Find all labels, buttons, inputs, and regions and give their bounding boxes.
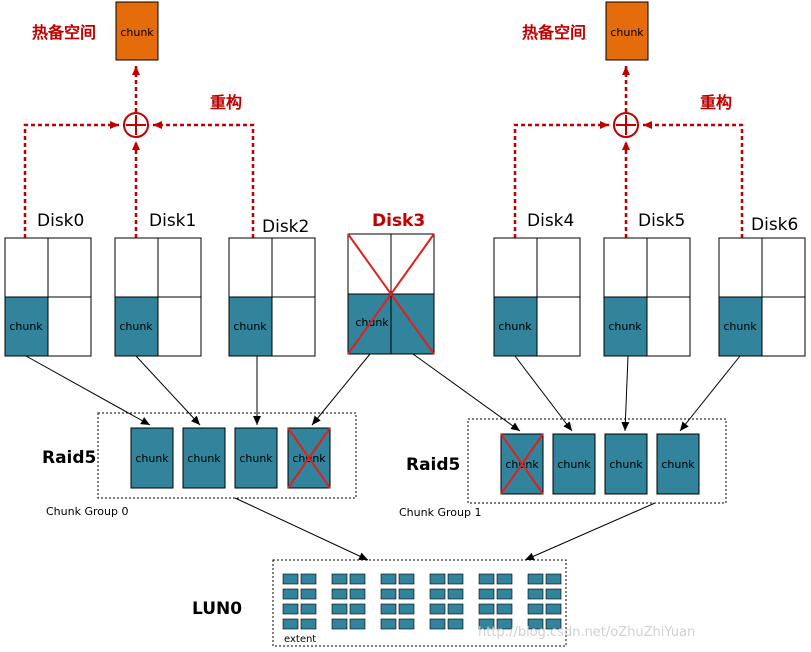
disk-6-chunk: chunk	[723, 320, 757, 333]
spare-label-right: 热备空间	[522, 23, 586, 42]
disk-4: chunk	[493, 237, 581, 357]
extent-block	[331, 618, 348, 630]
extent-block	[300, 618, 317, 630]
chunk-group-0-label: Chunk Group 0	[46, 505, 128, 518]
disk-label-4: Disk4	[527, 211, 574, 231]
spare-chunk-left-label: chunk	[120, 26, 154, 39]
extent-block	[429, 618, 446, 630]
lun-label: LUN0	[192, 599, 242, 619]
disk-1: chunk	[114, 237, 202, 357]
lun-extent-grid	[282, 573, 562, 630]
extent-block	[398, 588, 415, 600]
extent-block	[478, 588, 495, 600]
chunk-group-0-box	[97, 412, 357, 499]
extent-block	[478, 573, 495, 585]
disk-0-chunk: chunk	[9, 320, 43, 333]
disk-6: chunk	[718, 237, 806, 357]
extent-block	[496, 588, 513, 600]
extent-block	[447, 618, 464, 630]
extent-block	[282, 618, 299, 630]
disk-label-3: Disk3	[372, 211, 425, 231]
disk-label-6: Disk6	[751, 215, 798, 235]
extent-block	[349, 588, 366, 600]
extent-block	[282, 573, 299, 585]
extent-block	[300, 588, 317, 600]
spare-chunk-right-label: chunk	[610, 26, 644, 39]
extent-block	[429, 573, 446, 585]
extent-block	[545, 588, 562, 600]
cg0-chunk-2: chunk	[239, 452, 273, 465]
cg0-chunk-1: chunk	[187, 452, 221, 465]
disk-3-chunk: chunk	[355, 316, 389, 329]
extent-block	[331, 573, 348, 585]
cg1-chunk-1: chunk	[557, 458, 591, 471]
spare-chunk-right	[605, 1, 649, 61]
raid-label-1: Raid5	[406, 455, 460, 475]
disk-3-failed: chunk	[347, 233, 435, 355]
extent-block	[545, 573, 562, 585]
disk-5-chunk: chunk	[608, 320, 642, 333]
disk-label-0: Disk0	[37, 211, 84, 231]
disk-to-group-arrows	[25, 353, 741, 432]
extent-block	[331, 603, 348, 615]
spare-label-left: 热备空间	[32, 23, 96, 42]
extent-block	[300, 603, 317, 615]
spare-chunk-left	[115, 1, 159, 61]
cg0-chunk-0: chunk	[135, 452, 169, 465]
disk-5: chunk	[603, 237, 691, 357]
lun-box	[272, 559, 567, 647]
extent-block	[349, 573, 366, 585]
extent-block	[380, 588, 397, 600]
chunk-group-0-chunks: chunk chunk chunk chunk	[130, 427, 331, 489]
extent-block	[349, 603, 366, 615]
disk-1-chunk: chunk	[119, 320, 153, 333]
extent-block	[447, 588, 464, 600]
extent-block	[380, 573, 397, 585]
chunk-group-1-label: Chunk Group 1	[399, 506, 481, 519]
extent-block	[349, 618, 366, 630]
disk-label-1: Disk1	[149, 211, 196, 231]
extent-block	[447, 573, 464, 585]
group-to-lun-arrows	[234, 497, 656, 561]
extent-label: extent	[284, 634, 316, 645]
extent-block	[380, 618, 397, 630]
extent-block	[496, 618, 513, 630]
extent-block	[478, 603, 495, 615]
disk-0: chunk	[4, 237, 92, 357]
chunk-group-1-box	[467, 418, 727, 504]
extent-block	[300, 573, 317, 585]
extent-block	[527, 603, 544, 615]
cg1-chunk-2: chunk	[609, 458, 643, 471]
extent-block	[527, 618, 544, 630]
disk-label-5: Disk5	[638, 211, 685, 231]
rebuild-label-right: 重构	[700, 93, 732, 112]
disk-2-chunk: chunk	[233, 320, 267, 333]
extent-block	[398, 573, 415, 585]
extent-block	[496, 573, 513, 585]
watermark: http://blog.csdn.net/oZhuZhiYuan	[478, 625, 695, 640]
extent-block	[282, 588, 299, 600]
extent-block	[545, 603, 562, 615]
disk-label-2: Disk2	[262, 217, 309, 237]
raid-label-0: Raid5	[42, 448, 96, 468]
extent-block	[527, 573, 544, 585]
extent-block	[398, 603, 415, 615]
extent-block	[496, 603, 513, 615]
rebuild-label-left: 重构	[210, 93, 242, 112]
extent-block	[478, 618, 495, 630]
extent-block	[380, 603, 397, 615]
cg1-chunk-3: chunk	[661, 458, 695, 471]
extent-block	[282, 603, 299, 615]
extent-block	[447, 603, 464, 615]
extent-block	[527, 588, 544, 600]
extent-block	[429, 588, 446, 600]
extent-block	[545, 618, 562, 630]
chunk-group-1-chunks: chunk chunk chunk chunk	[500, 433, 700, 495]
disk-2: chunk	[228, 237, 316, 357]
disk-4-chunk: chunk	[498, 320, 532, 333]
extent-block	[398, 618, 415, 630]
extent-block	[429, 603, 446, 615]
extent-block	[331, 588, 348, 600]
